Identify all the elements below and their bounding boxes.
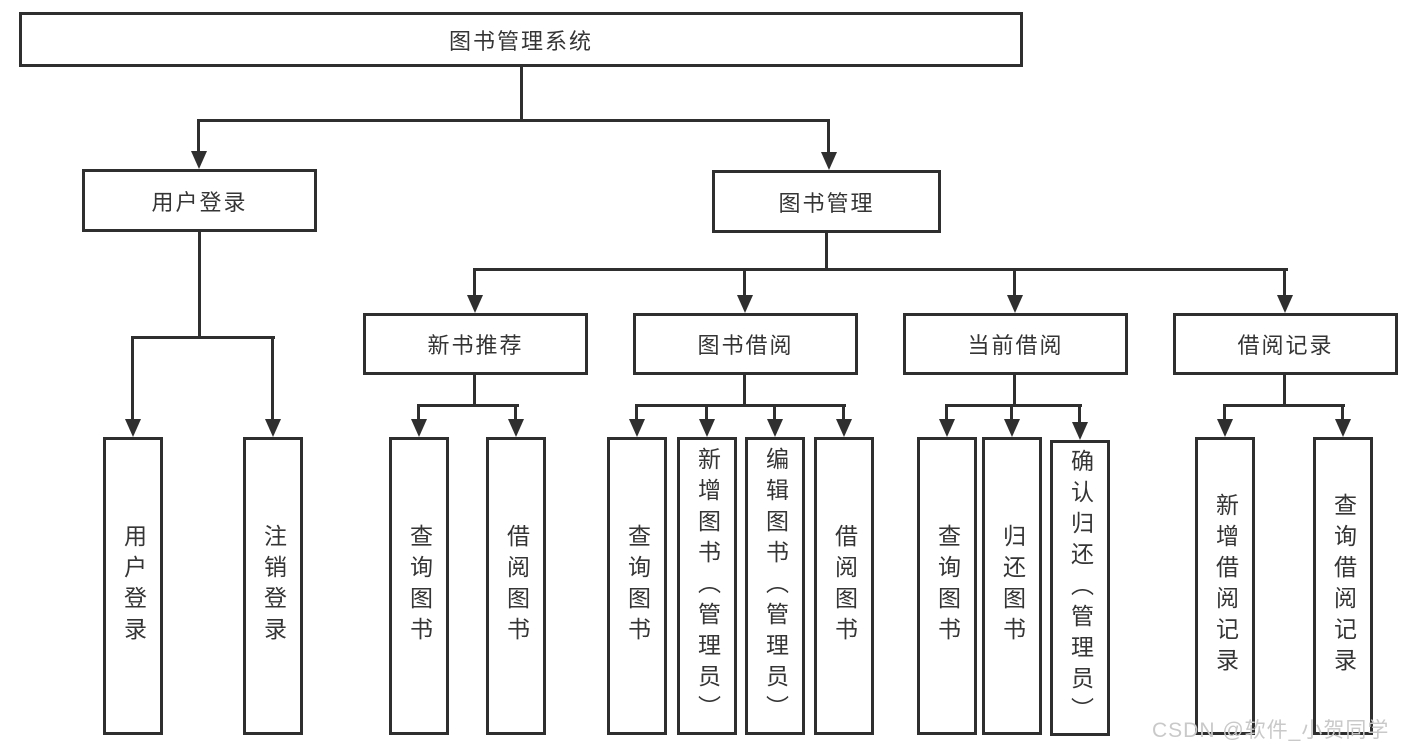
- node-book-borrowing: 图书借阅: [633, 313, 858, 375]
- arrow-down-icon: [265, 419, 281, 437]
- connector-line: [417, 404, 519, 407]
- connector-line: [743, 268, 746, 295]
- leaf-borrow-books-recommend: 借阅图书: [486, 437, 546, 735]
- arrow-down-icon: [767, 419, 783, 437]
- connector-line: [1010, 404, 1013, 419]
- connector-line: [198, 232, 201, 338]
- connector-line: [131, 336, 275, 339]
- connector-line: [1283, 268, 1286, 295]
- connector-line: [271, 336, 274, 419]
- connector-line: [473, 268, 476, 295]
- arrow-down-icon: [820, 152, 837, 170]
- connector-line: [473, 268, 1288, 271]
- node-library-management-system: 图书管理系统: [19, 12, 1023, 67]
- leaf-query-books-current: 查询图书: [917, 437, 977, 735]
- connector-line: [945, 404, 948, 419]
- arrow-down-icon: [737, 295, 753, 313]
- leaf-query-borrow-record: 查询借阅记录: [1313, 437, 1373, 735]
- arrow-down-icon: [1004, 419, 1020, 437]
- arrow-down-icon: [125, 419, 141, 437]
- connector-line: [131, 336, 134, 419]
- connector-line: [417, 404, 420, 419]
- arrow-down-icon: [1072, 422, 1088, 440]
- node-borrowing-records: 借阅记录: [1173, 313, 1398, 375]
- node-book-management: 图书管理: [712, 170, 941, 233]
- leaf-borrow-books-borrowing: 借阅图书: [814, 437, 874, 735]
- connector-line: [1223, 404, 1226, 419]
- leaf-query-books-recommend: 查询图书: [389, 437, 449, 735]
- watermark: CSDN @软件_小贺同学: [1152, 719, 1390, 742]
- arrow-down-icon: [629, 419, 645, 437]
- arrow-down-icon: [411, 419, 427, 437]
- connector-line: [1341, 404, 1344, 419]
- leaf-add-book-admin: 新增图书（管理员）: [677, 437, 737, 735]
- arrow-down-icon: [836, 419, 852, 437]
- connector-line: [1223, 404, 1345, 407]
- leaf-user-login: 用户登录: [103, 437, 163, 735]
- connector-line: [743, 375, 746, 406]
- leaf-edit-book-admin: 编辑图书（管理员）: [745, 437, 805, 735]
- connector-line: [635, 404, 846, 407]
- connector-line: [520, 67, 523, 120]
- connector-line: [1283, 375, 1286, 406]
- arrow-down-icon: [1335, 419, 1351, 437]
- connector-line: [825, 233, 828, 270]
- node-user-login: 用户登录: [82, 169, 317, 232]
- connector-line: [1078, 404, 1081, 422]
- arrow-down-icon: [508, 419, 524, 437]
- connector-line: [197, 119, 200, 152]
- connector-line: [705, 404, 708, 419]
- node-current-borrowing: 当前借阅: [903, 313, 1128, 375]
- leaf-query-books-borrowing: 查询图书: [607, 437, 667, 735]
- leaf-confirm-return-admin: 确认归还（管理员）: [1050, 440, 1110, 736]
- connector-line: [473, 375, 476, 406]
- connector-line: [514, 404, 517, 419]
- leaf-logout: 注销登录: [243, 437, 303, 735]
- connector-line: [1013, 375, 1016, 406]
- connector-line: [197, 119, 830, 122]
- arrow-down-icon: [467, 295, 483, 313]
- arrow-down-icon: [699, 419, 715, 437]
- leaf-add-borrow-record: 新增借阅记录: [1195, 437, 1255, 735]
- arrow-down-icon: [939, 419, 955, 437]
- connector-line: [842, 404, 845, 419]
- connector-line: [827, 119, 830, 152]
- leaf-return-book: 归还图书: [982, 437, 1042, 735]
- connector-line: [773, 404, 776, 419]
- arrow-down-icon: [1217, 419, 1233, 437]
- connector-line: [635, 404, 638, 419]
- connector-line: [945, 404, 1082, 407]
- arrow-down-icon: [1007, 295, 1023, 313]
- connector-line: [1013, 268, 1016, 295]
- arrow-down-icon: [1277, 295, 1293, 313]
- node-new-book-recommendation: 新书推荐: [363, 313, 588, 375]
- arrow-down-icon: [190, 151, 207, 169]
